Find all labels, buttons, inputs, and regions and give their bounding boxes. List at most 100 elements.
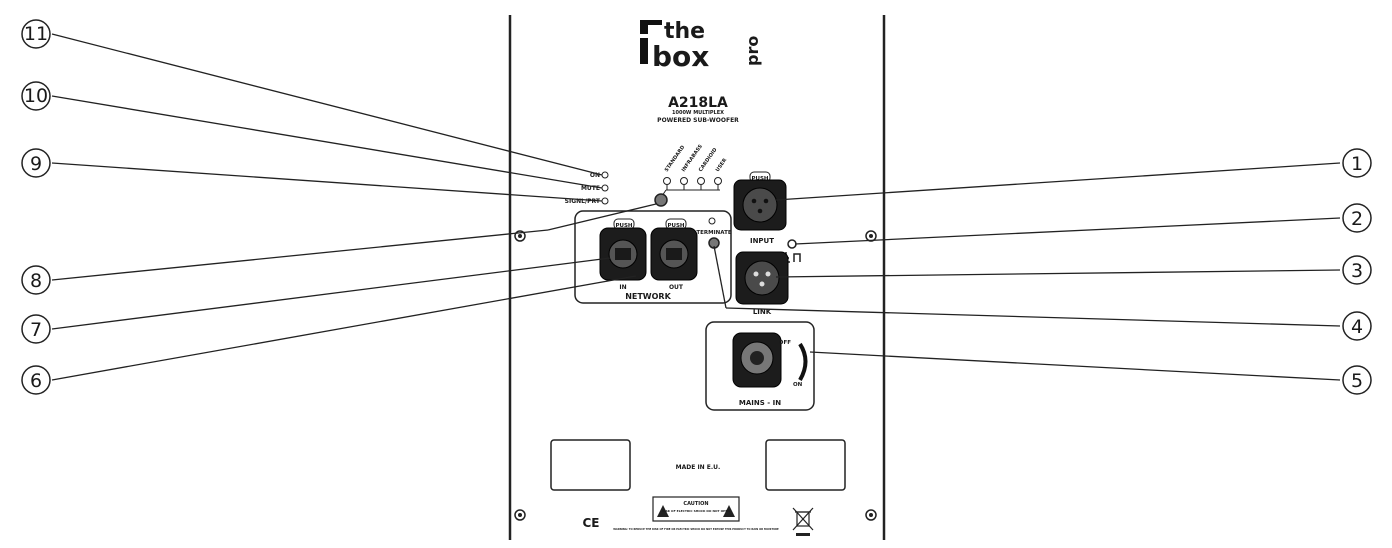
- xlr-pin-hole: [757, 208, 763, 214]
- xlr-pin-hole: [763, 198, 769, 204]
- brand-pro: pro: [743, 36, 762, 66]
- led-mute-indicator: [601, 184, 609, 192]
- callout-circle-4: [1342, 311, 1372, 341]
- network-in-push-label: PUSH: [615, 223, 632, 229]
- shock-warning-icon: [657, 505, 669, 517]
- mains-section: OFF ON MAINS - IN: [705, 321, 815, 411]
- xlr-pin: [759, 281, 765, 287]
- xlr-pin-hole: [751, 198, 757, 204]
- callout-circle-1: [1342, 148, 1372, 178]
- preset-led-user: [714, 177, 722, 185]
- callout-leaders: [51, 33, 1341, 381]
- panel-footer: MADE IN E.U. CE CAUTION RISK OF ELECTRIC…: [550, 439, 846, 536]
- preset-select-button[interactable]: [654, 193, 668, 207]
- screw-icon: [518, 234, 522, 238]
- caution-label: CAUTION RISK OF ELECTRIC SHOCK DO NOT OP…: [613, 496, 779, 531]
- weee-bin-icon: [792, 507, 814, 536]
- callout-number-5: 5: [1351, 370, 1363, 392]
- callout-circle-2: [1342, 203, 1372, 233]
- callout-circle-8: [21, 265, 51, 295]
- xlr-input-face: [742, 187, 778, 223]
- link-label: LINK: [753, 308, 772, 316]
- callout-number-6: 6: [30, 370, 42, 392]
- callout-markers: 1 2 3 4 5 6 7 8 9 10 11: [21, 19, 1372, 395]
- caution-title: CAUTION: [683, 501, 708, 507]
- mains-off-label: OFF: [779, 340, 791, 346]
- screw-icon: [869, 234, 873, 238]
- input-push-label: PUSH: [751, 176, 768, 182]
- model-name: A218LA: [668, 95, 728, 111]
- leader-line-10: [51, 95, 603, 189]
- mains-label: MAINS - IN: [739, 399, 781, 407]
- xlr-pin: [753, 271, 759, 277]
- brand-box: box: [652, 40, 709, 73]
- callout-number-4: 4: [1351, 316, 1363, 338]
- leader-line-6: [51, 275, 637, 381]
- leader-line-4-drop: [713, 245, 727, 309]
- leader-line-8: [51, 229, 549, 281]
- caution-text: RISK OF ELECTRIC SHOCK DO NOT OPEN: [662, 509, 730, 513]
- callout-number-11: 11: [24, 23, 48, 45]
- terminate-led: [708, 217, 716, 225]
- leader-line-3: [775, 269, 1341, 278]
- network-title: NETWORK: [625, 292, 671, 301]
- preset-label-user: USER: [715, 157, 729, 173]
- callout-circle-9: [21, 148, 51, 178]
- terminate-label: TERMINATE: [696, 230, 731, 236]
- callout-number-10: 10: [24, 85, 48, 107]
- preset-led-cardioid: [697, 177, 705, 185]
- callout-number-7: 7: [30, 319, 42, 341]
- led-label-on: ON: [590, 172, 600, 179]
- ground-lift-switch[interactable]: [787, 239, 797, 249]
- leader-line-9: [51, 162, 603, 202]
- mains-switch-arc: [798, 342, 808, 382]
- network-frame: [574, 210, 732, 304]
- ce-mark: CE: [582, 516, 599, 530]
- led-signal-indicator: [601, 197, 609, 205]
- callout-circle-10: [21, 81, 51, 111]
- network-out-rj45-slot: [666, 248, 682, 260]
- preset-led-infrabass: [680, 177, 688, 185]
- callout-circle-7: [21, 314, 51, 344]
- handle-plate-right: [765, 439, 846, 491]
- input-label: INPUT: [750, 237, 774, 245]
- mains-on-label: ON: [793, 382, 803, 388]
- leader-line-2: [794, 217, 1341, 245]
- led-on-indicator: [601, 171, 609, 179]
- brand-the: the: [664, 19, 705, 44]
- mains-frame: [705, 321, 815, 411]
- preset-led-group: STANDARD INFRABASS CARDIOID USER: [661, 143, 729, 197]
- network-in-rj45-slot: [615, 248, 631, 260]
- network-in-label: IN: [619, 284, 626, 291]
- callout-circle-11: [21, 19, 51, 49]
- callout-number-8: 8: [30, 270, 42, 292]
- callout-number-2: 2: [1351, 208, 1363, 230]
- network-out-label: OUT: [669, 284, 684, 291]
- callout-circle-5: [1342, 365, 1372, 395]
- exclamation-warning-icon: [723, 505, 735, 517]
- leader-line-11: [51, 33, 603, 176]
- model-subtitle: 1000W MULTIPLEX: [672, 110, 724, 116]
- preset-led-standard: [663, 177, 671, 185]
- callout-number-3: 3: [1351, 260, 1363, 282]
- leader-line-1: [775, 162, 1341, 201]
- callout-circle-3: [1342, 255, 1372, 285]
- made-in-label: MADE IN E.U.: [676, 464, 721, 471]
- model-description: POWERED SUB-WOOFER: [657, 117, 739, 124]
- leader-line-5: [809, 351, 1341, 381]
- callout-circle-6: [21, 365, 51, 395]
- xlr-pin: [765, 271, 771, 277]
- mains-connector-core: [750, 351, 764, 365]
- network-out-push-label: PUSH: [667, 223, 684, 229]
- handle-plate-left: [550, 439, 631, 491]
- xlr-link-face: [744, 260, 780, 296]
- leader-line-8-up: [547, 203, 657, 231]
- brand-logo: the box pro: [640, 19, 762, 73]
- audio-io-section: PUSH INPUT LINK: [733, 171, 801, 316]
- callout-number-1: 1: [1351, 153, 1363, 175]
- screw-icon: [518, 513, 522, 517]
- warning-text: WARNING: TO REDUCE THE RISK OF FIRE OR E…: [613, 527, 779, 531]
- screw-icon: [869, 513, 873, 517]
- callout-number-9: 9: [30, 153, 42, 175]
